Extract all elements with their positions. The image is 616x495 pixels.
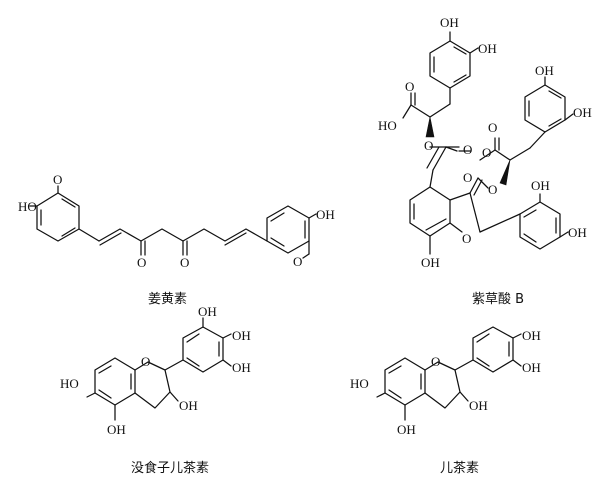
epigallocatechin-atom-label: OH (179, 398, 198, 413)
salvianolic-atom-label: O (424, 138, 433, 153)
epigallocatechin-structure: OH OH OH HO O OH OH 没食子儿茶素 (60, 304, 251, 476)
epigallocatechin-atom-label: O (141, 354, 150, 369)
salvianolic-atom-label: OH (573, 105, 592, 120)
epigallocatechin-atom-label: HO (60, 376, 79, 391)
salvianolic-atom-label: O (488, 120, 497, 135)
catechin-structure: OH OH HO O OH OH 儿茶素 (350, 326, 541, 476)
salvianolic-atom-label: OH (421, 255, 440, 270)
epigallocatechin-atom-label: OH (232, 328, 251, 343)
catechin-atom-label: HO (350, 376, 369, 391)
salvianolic-acid-b-caption: 紫草酸 B (472, 292, 524, 307)
epigallocatechin-atom-label: OH (107, 422, 126, 437)
salvianolic-atom-label: O (405, 79, 414, 94)
salvianolic-atom-label: OH (440, 15, 459, 30)
salvianolic-atom-label: O (463, 142, 472, 157)
salvianolic-atom-label: O (482, 145, 491, 160)
salvianolic-acid-b-structure: OH OH O HO O O O OH OH O O O OH OH O OH … (378, 15, 592, 307)
curcumin-atom-label: O (180, 255, 189, 270)
salvianolic-atom-label: OH (568, 225, 587, 240)
catechin-caption: 儿茶素 (440, 460, 479, 476)
curcumin-structure: HO O O O OH O 姜黄素 (18, 172, 335, 307)
epigallocatechin-atom-label: OH (198, 304, 217, 319)
catechin-atom-label: O (431, 354, 440, 369)
salvianolic-atom-label: OH (531, 178, 550, 193)
curcumin-caption: 姜黄素 (148, 292, 187, 307)
salvianolic-atom-label: O (462, 231, 471, 246)
epigallocatechin-caption: 没食子儿茶素 (131, 460, 209, 476)
curcumin-atom-label: O (293, 254, 302, 269)
salvianolic-atom-label: O (463, 170, 472, 185)
curcumin-atom-label: OH (316, 207, 335, 222)
curcumin-atom-label: O (53, 172, 62, 187)
catechin-atom-label: OH (522, 328, 541, 343)
salvianolic-atom-label: OH (478, 41, 497, 56)
curcumin-atom-label: HO (18, 199, 37, 214)
curcumin-atom-label: O (137, 255, 146, 270)
epigallocatechin-atom-label: OH (232, 360, 251, 375)
salvianolic-atom-label: OH (535, 63, 554, 78)
catechin-atom-label: OH (469, 398, 488, 413)
catechin-atom-label: OH (522, 360, 541, 375)
salvianolic-atom-label: O (488, 182, 497, 197)
salvianolic-atom-label: HO (378, 118, 397, 133)
catechin-atom-label: OH (397, 422, 416, 437)
